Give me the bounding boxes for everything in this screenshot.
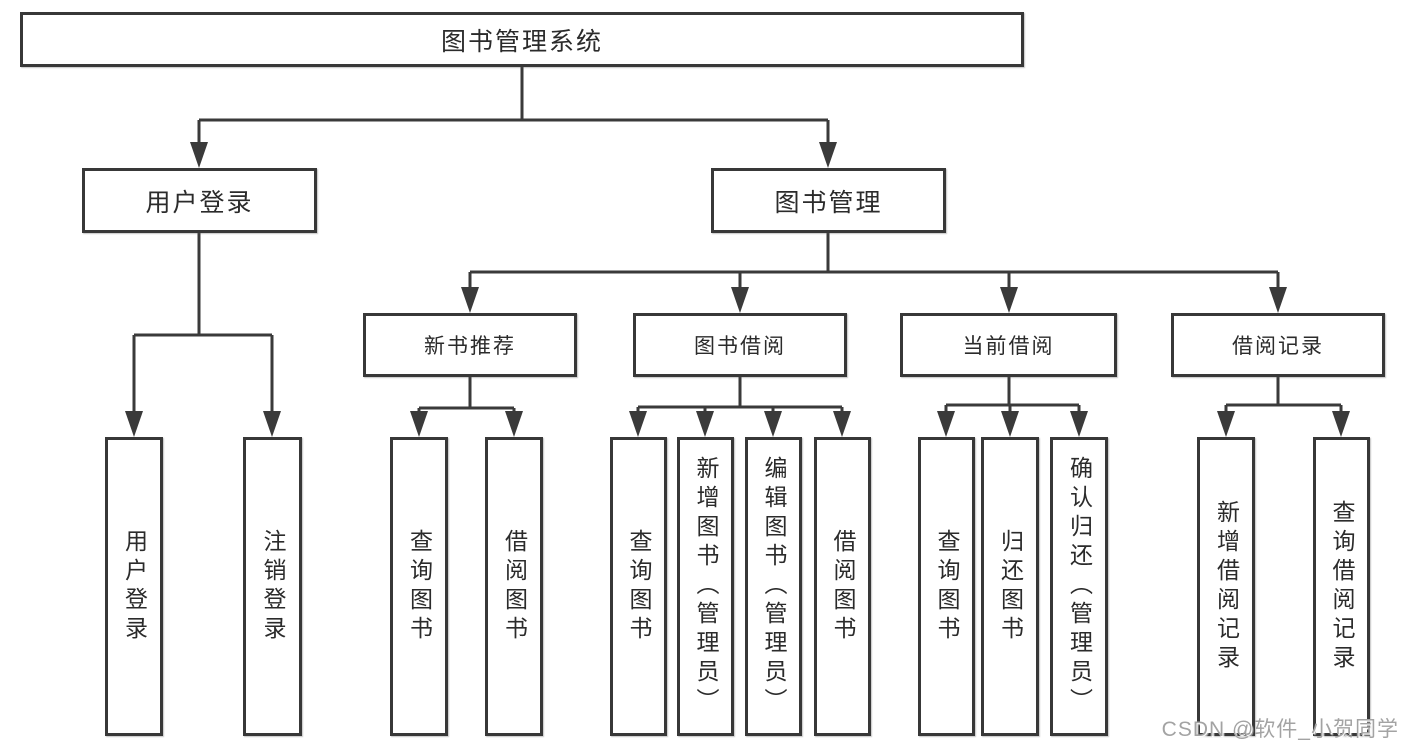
leaf-borrow-add-books-admin-label: 新增图书（管理员） [693, 456, 719, 717]
leaf-records-query-record: 查询借阅记录 [1313, 437, 1370, 736]
leaf-current-query-books-label: 查询图书 [934, 528, 960, 645]
leaf-current-query-books: 查询图书 [918, 437, 975, 736]
arrowheads [125, 142, 1350, 437]
leaf-newbook-borrow-books: 借阅图书 [485, 437, 543, 736]
leaf-records-add-record-label: 新增借阅记录 [1213, 499, 1240, 674]
node-borrow-records-label: 借阅记录 [1232, 335, 1324, 358]
node-user-login: 用户登录 [82, 168, 317, 233]
leaf-borrow-query-books-label: 查询图书 [626, 528, 652, 645]
leaf-records-query-record-label: 查询借阅记录 [1329, 499, 1355, 674]
leaf-newbook-query-books: 查询图书 [390, 437, 448, 736]
leaf-logout-label: 注销登录 [260, 528, 286, 645]
leaf-borrow-add-books-admin: 新增图书（管理员） [677, 437, 734, 736]
csdn-watermark: CSDN @软件_小贺同学 [1161, 718, 1399, 741]
node-book-borrow-label: 图书借阅 [694, 335, 786, 358]
leaf-borrow-borrow-books-label: 借阅图书 [830, 528, 856, 645]
node-book-borrow: 图书借阅 [633, 313, 847, 377]
leaf-current-confirm-return-admin: 确认归还（管理员） [1050, 437, 1108, 736]
node-book-management: 图书管理 [711, 168, 946, 233]
leaf-newbook-borrow-books-label: 借阅图书 [501, 528, 528, 645]
leaf-current-confirm-return-admin-label: 确认归还（管理员） [1066, 456, 1093, 717]
node-root-label: 图书管理系统 [440, 27, 603, 56]
node-user-login-label: 用户登录 [145, 188, 254, 217]
leaf-logout: 注销登录 [243, 437, 302, 736]
leaf-borrow-edit-books-admin: 编辑图书（管理员） [745, 437, 802, 736]
leaf-borrow-borrow-books: 借阅图书 [814, 437, 871, 736]
leaf-borrow-edit-books-admin-label: 编辑图书（管理员） [761, 456, 787, 717]
leaf-records-add-record: 新增借阅记录 [1197, 437, 1255, 736]
node-root: 图书管理系统 [20, 12, 1024, 67]
node-current-borrow: 当前借阅 [900, 313, 1117, 377]
leaf-user-login-label: 用户登录 [121, 528, 148, 645]
leaf-current-return-books: 归还图书 [981, 437, 1039, 736]
node-new-book-recommend-label: 新书推荐 [424, 335, 516, 358]
leaf-user-login: 用户登录 [105, 437, 163, 736]
leaf-borrow-query-books: 查询图书 [610, 437, 667, 736]
node-new-book-recommend: 新书推荐 [363, 313, 577, 377]
node-borrow-records: 借阅记录 [1171, 313, 1385, 377]
leaf-current-return-books-label: 归还图书 [997, 528, 1024, 645]
node-current-borrow-label: 当前借阅 [962, 335, 1055, 358]
node-book-management-label: 图书管理 [774, 188, 883, 217]
leaf-newbook-query-books-label: 查询图书 [406, 528, 433, 645]
